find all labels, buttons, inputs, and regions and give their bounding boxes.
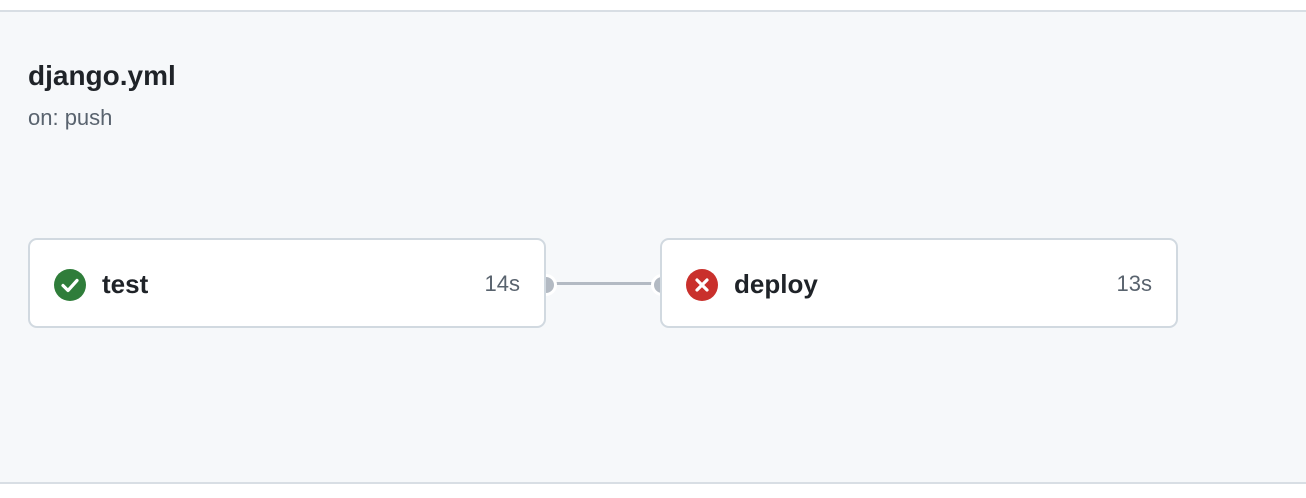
- workflow-title: django.yml: [28, 60, 176, 91]
- job-card-deploy[interactable]: deploy 13s: [660, 238, 1178, 328]
- x-circle-icon: [686, 269, 718, 301]
- job-name: test: [102, 269, 149, 299]
- job-duration: 13s: [1116, 271, 1152, 296]
- job-card-test[interactable]: test 14s: [28, 238, 546, 328]
- job-name: deploy: [734, 269, 818, 299]
- job-dependency-line: [554, 282, 654, 285]
- workflow-trigger: on: push: [28, 105, 113, 130]
- check-circle-icon: [54, 269, 86, 301]
- job-duration: 14s: [484, 271, 520, 296]
